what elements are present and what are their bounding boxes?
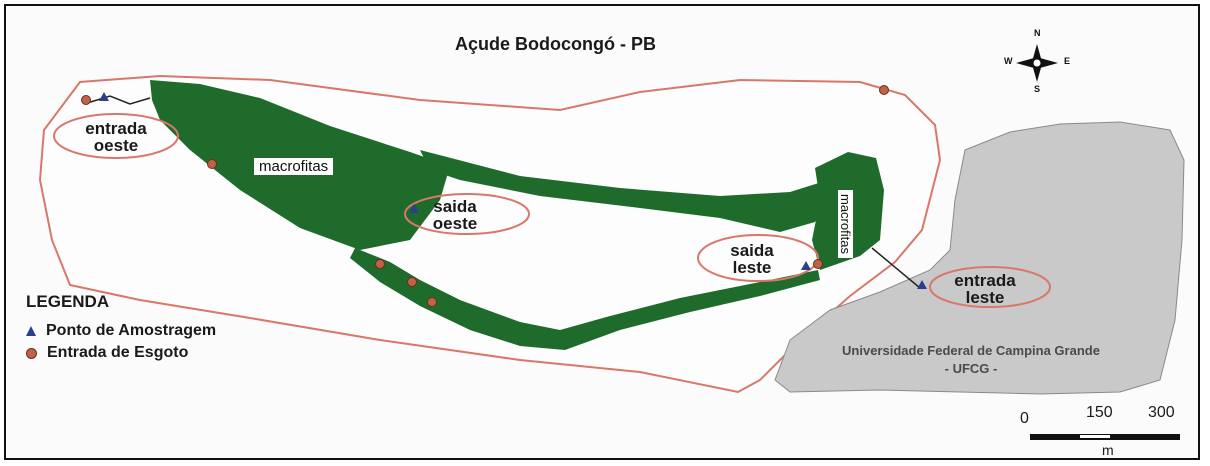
west-inlet xyxy=(83,95,151,105)
compass-rose-icon xyxy=(1016,44,1058,82)
sewage-inlet xyxy=(427,297,437,307)
legend-title: LEGENDA xyxy=(26,292,110,311)
scale-tick-0: 0 xyxy=(1020,410,1029,427)
label-entrada-leste: entrada leste xyxy=(954,271,1016,307)
ellipse-entrada-oeste xyxy=(53,113,179,159)
compass-w: W xyxy=(1004,56,1013,66)
sewage-inlet xyxy=(375,259,385,269)
compass-n: N xyxy=(1034,28,1041,38)
legend-item-sampling: Ponto de Amostragem xyxy=(26,322,216,340)
inlet-line xyxy=(871,247,921,289)
sewage-inlet xyxy=(407,277,417,287)
sewage-inlet xyxy=(207,159,217,169)
label-entrada-oeste: entrada oeste xyxy=(85,119,147,155)
scale-unit: m xyxy=(1102,442,1114,458)
compass-s: S xyxy=(1034,84,1041,94)
ufcg-label: Universidade Federal de Campina Grande -… xyxy=(842,343,1100,376)
sampling-point-saida-oeste xyxy=(409,204,419,213)
sewage-inlet xyxy=(81,95,91,105)
label-saida-leste: saida leste xyxy=(730,241,774,277)
ellipse-saida-leste xyxy=(697,234,819,282)
scale-tick-300: 300 xyxy=(1148,404,1175,421)
scale-tick-150: 150 xyxy=(1086,404,1113,421)
sampling-point-west xyxy=(99,92,109,101)
circle-icon xyxy=(26,347,37,359)
sampling-point-saida-leste xyxy=(801,261,811,270)
triangle-icon xyxy=(26,326,36,336)
ellipse-saida-oeste xyxy=(404,193,530,235)
sampling-point-entrada-leste xyxy=(917,280,927,289)
legend-item-sewage: Entrada de Esgoto xyxy=(26,344,188,362)
label-macrofitas-east: macrofitas xyxy=(838,190,853,258)
label-saida-oeste: saida oeste xyxy=(432,197,478,233)
scale-bar xyxy=(1030,434,1180,440)
ellipse-entrada-leste xyxy=(929,266,1051,308)
macrophyte-channel-north xyxy=(420,150,830,232)
map-title: Açude Bodocongó - PB xyxy=(455,34,656,54)
label-macrofitas-west: macrofitas xyxy=(254,158,334,175)
macrophyte-channel-south xyxy=(350,248,820,350)
sewage-inlet xyxy=(879,85,889,95)
ufcg-campus-area xyxy=(774,121,1185,395)
sewage-inlet xyxy=(813,259,823,269)
compass-e: E xyxy=(1064,56,1071,66)
